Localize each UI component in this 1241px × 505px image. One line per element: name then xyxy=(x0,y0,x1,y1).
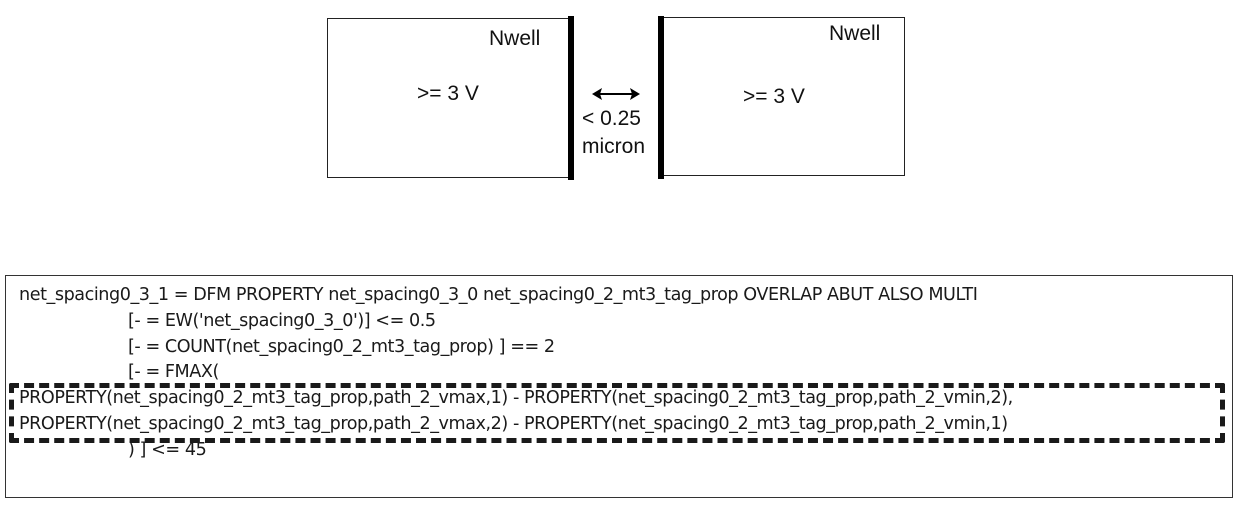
left-nwell-edge xyxy=(568,16,574,180)
right-nwell-box xyxy=(660,17,905,176)
code-line-7: ) ] <= 45 xyxy=(128,440,207,460)
code-line-2: [- = EW('net_spacing0_3_0')] <= 0.5 xyxy=(128,311,436,331)
right-nwell-edge xyxy=(658,16,664,179)
code-line-1: net_spacing0_3_1 = DFM PROPERTY net_spac… xyxy=(19,285,978,305)
code-line-4: [- = FMAX( xyxy=(128,362,219,382)
spacing-value: < 0.25 xyxy=(582,107,641,130)
code-line-5-highlighted: PROPERTY(net_spacing0_2_mt3_tag_prop,pat… xyxy=(19,388,1013,408)
spacing-unit: micron xyxy=(582,135,646,158)
left-nwell-box xyxy=(327,18,571,178)
double-headed-arrow-icon xyxy=(592,88,640,100)
right-nwell-voltage: >= 3 V xyxy=(743,85,805,108)
left-nwell-voltage: >= 3 V xyxy=(417,82,479,105)
dashed-highlight-box xyxy=(9,383,1225,443)
code-line-3: [- = COUNT(net_spacing0_2_mt3_tag_prop) … xyxy=(128,337,555,357)
right-nwell-label: Nwell xyxy=(829,22,881,45)
code-line-6-highlighted: PROPERTY(net_spacing0_2_mt3_tag_prop,pat… xyxy=(19,414,1008,434)
left-nwell-label: Nwell xyxy=(489,27,541,50)
